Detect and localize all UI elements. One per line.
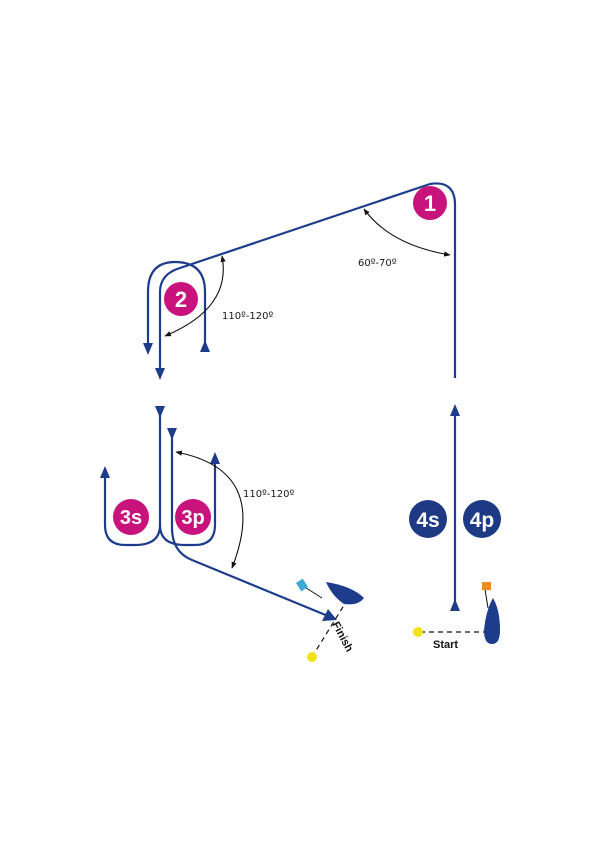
angle-label-mark-1: 60º-70º	[358, 258, 397, 269]
arrow-down-gate	[155, 406, 165, 418]
angle-arc-mark-3	[175, 450, 244, 569]
flag-icon	[295, 578, 309, 592]
arrow-down-2b	[155, 368, 165, 380]
mark-1-label: 1	[424, 191, 436, 216]
buoy-icon	[307, 652, 317, 662]
arrow-down-2a	[143, 343, 153, 355]
leg-gate-3s	[103, 412, 162, 547]
finish-label: Finish	[329, 620, 355, 654]
buoy-icon	[413, 627, 423, 637]
arrow-down-3p-entry	[167, 428, 177, 440]
finish-line	[311, 601, 347, 658]
sailboat-icon	[484, 598, 500, 644]
mark-4s-label: 4s	[416, 509, 439, 532]
angle-label-mark-2: 110º-120º	[222, 311, 273, 322]
arrow-up-3s	[100, 466, 110, 478]
mark-3p-label: 3p	[181, 507, 204, 529]
finish-line-group: Finish	[295, 578, 364, 662]
course-arrows	[100, 340, 460, 621]
mark-4s: 4s	[409, 500, 447, 538]
mark-2-label: 2	[175, 287, 187, 312]
angle-label-mark-3: 110º-120º	[243, 489, 294, 500]
mark-2: 2	[164, 282, 198, 316]
mark-4p-label: 4p	[470, 509, 495, 532]
arrow-up-start	[450, 599, 460, 611]
angle-arc-mark-2	[164, 255, 226, 337]
course-path	[103, 182, 457, 618]
angle-arc-mark-1	[363, 208, 451, 257]
angle-indicators	[164, 208, 451, 569]
sailboat-icon	[326, 582, 364, 605]
mark-1: 1	[413, 186, 447, 220]
arrow-up-2	[200, 340, 210, 352]
mark-3p: 3p	[175, 499, 211, 535]
arrow-up-4	[450, 404, 460, 416]
mark-4p: 4p	[463, 500, 501, 538]
mark-3s-label: 3s	[120, 507, 142, 529]
start-label: Start	[433, 639, 458, 651]
leg-to-mark-1	[158, 182, 457, 378]
flag-icon	[482, 582, 491, 590]
start-line-group: Start	[413, 582, 500, 651]
arrow-finish	[322, 609, 337, 621]
arrow-up-3p	[210, 452, 220, 464]
mark-3s: 3s	[113, 499, 149, 535]
